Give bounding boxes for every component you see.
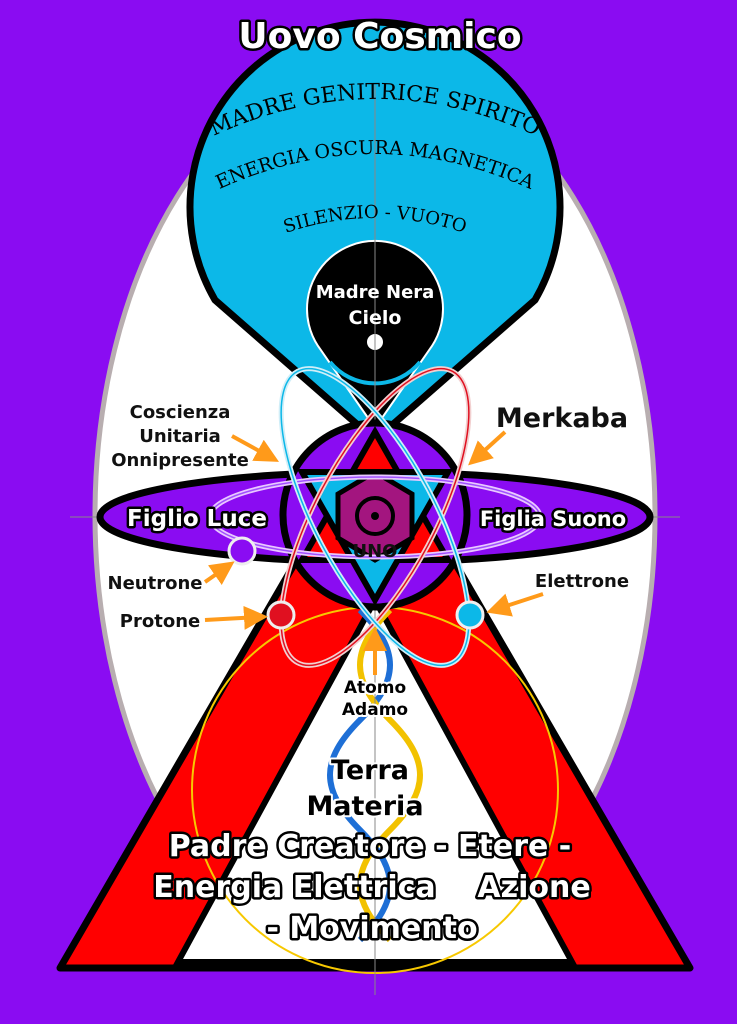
elettrone-label: Elettrone [535, 571, 629, 592]
electron-dot [455, 600, 485, 630]
neutron-dot [227, 536, 257, 566]
uno-label: UNO [353, 541, 398, 562]
coscienza-label-1: Coscienza [130, 402, 231, 423]
protone-label: Protone [120, 611, 200, 632]
figlio-luce-label: Figlio Luce [127, 506, 267, 532]
target-ring [355, 496, 395, 536]
target-center [371, 512, 379, 520]
neutrone-label: Neutrone [108, 573, 203, 594]
terra-label: Terra [331, 755, 409, 786]
atom-orbits [207, 366, 543, 668]
atomo-label: Atomo [344, 678, 406, 698]
coscienza-label-2: Unitaria [139, 426, 221, 447]
arrows [203, 430, 544, 675]
bottom-line-3: - Movimento [266, 911, 477, 946]
cielo-label: Cielo [349, 307, 402, 329]
merkaba-label: Merkaba [496, 403, 628, 434]
madre-nera-label: Madre Nera [316, 282, 435, 303]
proton-dot [266, 600, 296, 630]
materia-label: Materia [306, 791, 423, 822]
dna-helix [327, 607, 423, 943]
page-title: Uovo Cosmico [238, 16, 521, 57]
coscienza-label-3: Onnipresente [111, 450, 249, 471]
bottom-line-2: Energia Elettrica Azione [153, 870, 590, 905]
figlia-suono-label: Figlia Suono [480, 507, 626, 531]
adamo-label: Adamo [342, 700, 408, 720]
bottom-line-1: Padre Creatore - Etere - [169, 829, 572, 864]
